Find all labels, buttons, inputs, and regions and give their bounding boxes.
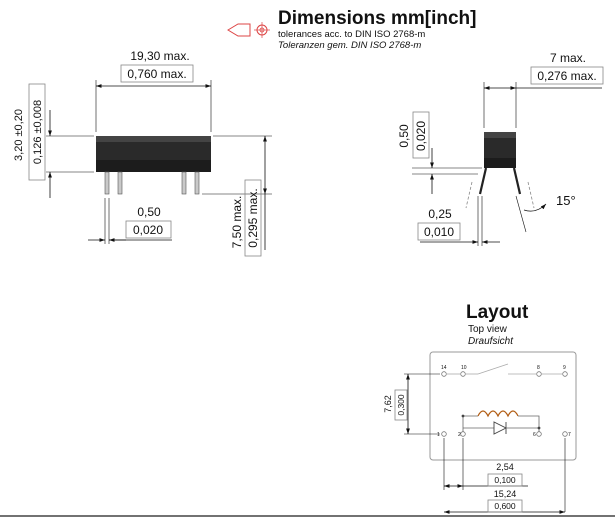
side-width-inch-label: 0,276 max. (537, 69, 596, 83)
pcb-layout-view (429, 351, 577, 461)
diode-icon (493, 421, 508, 435)
pin-number: 8 (537, 365, 540, 371)
pin-thickness-inch-label: 0,020 (414, 121, 428, 151)
pin-number: 7 (568, 432, 571, 438)
coil-icon (477, 410, 519, 418)
pin-number: 9 (563, 365, 566, 371)
row-spacing-mm-label: 7,62 (383, 395, 393, 413)
row-spacing-inch-label: 0,300 (396, 394, 406, 416)
total-height-inch-label: 0,295 max. (246, 188, 260, 247)
svg-text:0,50: 0,50 (397, 124, 411, 148)
pitch-mm-label: 2,54 (496, 462, 514, 472)
length-inch-box (120, 64, 194, 83)
pin-width-inch-label: 0,020 (133, 223, 163, 237)
layout-subtitle-de: Draufsicht (468, 336, 514, 347)
svg-text:0,295 max.: 0,295 max. (246, 188, 260, 247)
tolerance-note-en: tolerances acc. to DIN ISO 2768-m (278, 29, 425, 40)
angle-label: 15° (556, 193, 576, 208)
svg-text:7,62: 7,62 (383, 395, 393, 413)
svg-text:3,20 ±0,20: 3,20 ±0,20 (13, 109, 25, 161)
length-inch-label: 0,760 max. (127, 67, 186, 81)
pin-depth-mm-label: 0,25 (428, 207, 452, 221)
pin-number: 14 (441, 365, 447, 371)
span-mm-label: 15,24 (494, 489, 517, 499)
pitch-inch-label: 0,100 (494, 475, 516, 485)
span-inch-label: 0,600 (494, 501, 516, 511)
pin-thickness-mm-label: 0,50 (397, 124, 411, 148)
side-width-mm-label: 7 max. (550, 51, 586, 65)
length-mm-label: 19,30 max. (130, 49, 189, 63)
drawing-title: Dimensions mm[inch] (278, 8, 476, 29)
layout-subtitle-en: Top view (468, 324, 508, 335)
tolerance-symbol-icon (227, 22, 270, 38)
pin-number: 1 (437, 432, 440, 438)
svg-text:0,126 ±0,008: 0,126 ±0,008 (32, 100, 44, 164)
total-height-mm-label: 7,50 max. (230, 196, 244, 249)
svg-text:0,020: 0,020 (414, 121, 428, 151)
pin-number: 10 (461, 365, 467, 371)
pin-depth-inch-label: 0,010 (424, 225, 454, 239)
layout-title: Layout (466, 302, 529, 323)
height-mm-label: 3,20 ±0,20 (13, 109, 25, 161)
svg-text:0,300: 0,300 (396, 394, 406, 416)
relay-side-view (465, 132, 535, 209)
pin-number: 6 (533, 432, 536, 438)
svg-text:7,50 max.: 7,50 max. (230, 196, 244, 249)
pin-number: 2 (458, 432, 461, 438)
tolerance-note-de: Toleranzen gem. DIN ISO 2768-m (278, 40, 421, 51)
height-inch-label: 0,126 ±0,008 (32, 100, 44, 164)
pin-width-mm-label: 0,50 (137, 205, 161, 219)
relay-front-view (96, 136, 211, 195)
